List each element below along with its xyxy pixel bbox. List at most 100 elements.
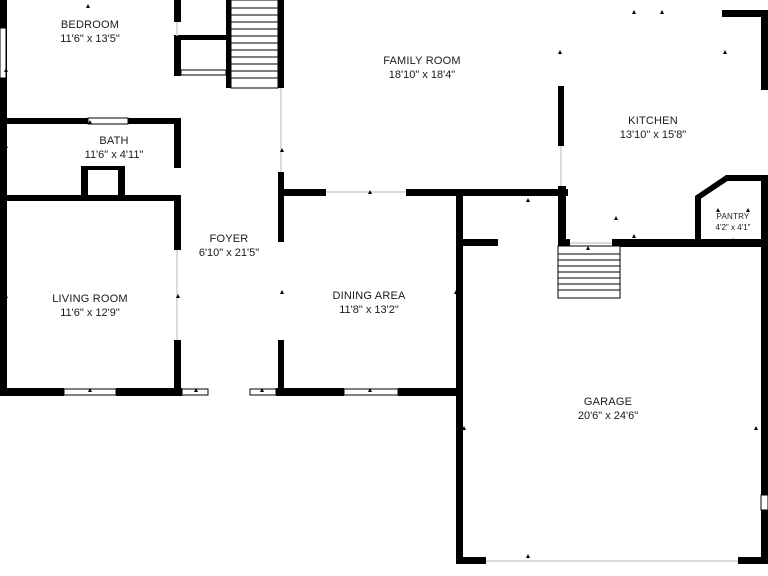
wall-living-right-lower bbox=[174, 340, 181, 396]
dimension-tick bbox=[176, 50, 180, 54]
room-kitchen-dims: 13'10" x 15'8" bbox=[620, 129, 687, 141]
room-bath-name: BATH bbox=[99, 135, 128, 147]
room-dining-area-dims: 11'8" x 13'2" bbox=[339, 304, 399, 316]
wall-front-left-2 bbox=[116, 388, 182, 396]
room-living-room: LIVING ROOM 11'6" x 12'9" bbox=[52, 293, 128, 319]
wall-foyer-right-low bbox=[278, 340, 284, 396]
room-pantry: PANTRY 4'2" x 4'1" bbox=[716, 212, 751, 232]
dimension-ticks bbox=[4, 4, 758, 558]
dimension-tick bbox=[526, 198, 530, 202]
room-dining-area: DINING AREA 11'8" x 13'2" bbox=[332, 290, 406, 316]
wall-closet-left bbox=[174, 36, 181, 76]
wall-pantry-top bbox=[726, 175, 762, 181]
dimension-tick bbox=[746, 208, 750, 212]
dimension-tick bbox=[586, 246, 590, 250]
window-bedroom-left bbox=[0, 27, 7, 79]
dimension-tick bbox=[558, 50, 562, 54]
wall-right-outer bbox=[761, 10, 768, 90]
wall-bath-tub-right bbox=[118, 168, 125, 198]
room-bath: BATH 11'6" x 4'11" bbox=[85, 135, 144, 161]
window-bath bbox=[87, 117, 129, 125]
dimension-tick bbox=[4, 68, 8, 72]
wall-kitchen-left bbox=[558, 86, 564, 146]
wall-garage-bottom-left bbox=[456, 557, 486, 564]
walls bbox=[0, 0, 768, 564]
room-garage-name: GARAGE bbox=[584, 396, 632, 408]
dimension-tick bbox=[368, 388, 372, 392]
room-bath-dims: 11'6" x 4'11" bbox=[85, 149, 144, 161]
dimension-tick bbox=[716, 208, 720, 212]
dimension-tick bbox=[660, 10, 664, 14]
dimension-tick bbox=[88, 120, 92, 124]
room-bedroom-dims: 11'6" x 13'5" bbox=[60, 33, 120, 45]
room-living-room-name: LIVING ROOM bbox=[52, 293, 128, 305]
wall-kitchen-bottom bbox=[612, 239, 768, 247]
wall-kitchen-left-lower bbox=[558, 186, 566, 246]
wall-bath-top-right bbox=[128, 118, 181, 124]
dimension-tick bbox=[260, 388, 264, 392]
dimension-tick bbox=[731, 238, 735, 242]
room-kitchen-name: KITCHEN bbox=[628, 115, 678, 127]
wall-garage-stub bbox=[456, 239, 498, 246]
room-foyer: FOYER 6'10" x 21'5" bbox=[199, 233, 259, 259]
stairs-garage bbox=[557, 245, 621, 299]
wall-stair-left bbox=[226, 0, 231, 88]
wall-bath-top-left bbox=[0, 118, 88, 124]
wall-bath-tub-left bbox=[81, 168, 88, 198]
wall-pantry-angle bbox=[695, 175, 729, 200]
room-pantry-name: PANTRY bbox=[717, 212, 750, 221]
wall-foyer-right-top bbox=[278, 0, 284, 88]
room-pantry-dims: 4'2" x 4'1" bbox=[716, 223, 751, 232]
dimension-tick bbox=[4, 144, 8, 148]
dimension-tick bbox=[632, 10, 636, 14]
room-bedroom-name: BEDROOM bbox=[61, 19, 119, 31]
room-living-room-dims: 11'6" x 12'9" bbox=[60, 307, 120, 319]
room-garage-dims: 20'6" x 24'6" bbox=[578, 410, 638, 422]
room-garage: GARAGE 20'6" x 24'6" bbox=[578, 396, 638, 422]
room-family-room: FAMILY ROOM 18'10" x 18'4" bbox=[383, 55, 461, 81]
dimension-tick bbox=[462, 426, 466, 430]
wall-front-mid bbox=[276, 388, 344, 396]
wall-garage-left bbox=[456, 196, 463, 564]
stairs-main bbox=[230, 0, 279, 89]
dimension-tick bbox=[194, 388, 198, 392]
wall-garage-right-bottom bbox=[761, 510, 768, 564]
wall-front-left bbox=[0, 388, 64, 396]
wall-dining-top-right bbox=[406, 189, 568, 196]
dimension-tick bbox=[454, 290, 458, 294]
dimension-tick bbox=[176, 294, 180, 298]
dimension-tick bbox=[723, 50, 727, 54]
window-closet bbox=[180, 69, 227, 76]
dimension-tick bbox=[696, 223, 700, 227]
wall-kitchen-bottom-left bbox=[558, 239, 570, 247]
wall-closet-top bbox=[174, 35, 230, 40]
dimension-tick bbox=[280, 148, 284, 152]
dimension-tick bbox=[176, 10, 180, 14]
dimension-tick bbox=[632, 234, 636, 238]
room-foyer-dims: 6'10" x 21'5" bbox=[199, 247, 259, 259]
dimension-tick bbox=[526, 554, 530, 558]
dimension-tick bbox=[226, 74, 230, 78]
wall-garage-bottom-right bbox=[738, 557, 768, 564]
room-family-room-dims: 18'10" x 18'4" bbox=[389, 69, 456, 81]
wall-dining-top-left bbox=[278, 189, 326, 196]
dimension-tick bbox=[88, 196, 92, 200]
dimension-tick bbox=[731, 176, 735, 180]
dimension-tick bbox=[86, 4, 90, 8]
room-foyer-name: FOYER bbox=[210, 233, 249, 245]
room-kitchen: KITCHEN 13'10" x 15'8" bbox=[620, 115, 687, 141]
dimension-tick bbox=[280, 290, 284, 294]
dimension-tick bbox=[4, 294, 8, 298]
wall-bath-tub-top bbox=[81, 166, 125, 170]
dimension-tick bbox=[614, 216, 618, 220]
wall-living-right bbox=[174, 195, 181, 250]
wall-front-mid-2 bbox=[398, 388, 462, 396]
dimension-tick bbox=[88, 388, 92, 392]
dimension-tick bbox=[368, 190, 372, 194]
room-dining-area-name: DINING AREA bbox=[332, 290, 406, 302]
wall-pantry-left bbox=[695, 196, 701, 244]
room-family-room-name: FAMILY ROOM bbox=[383, 55, 461, 67]
wall-right-outer-mid bbox=[761, 175, 768, 495]
wall-foyer-right-mid bbox=[278, 172, 284, 242]
